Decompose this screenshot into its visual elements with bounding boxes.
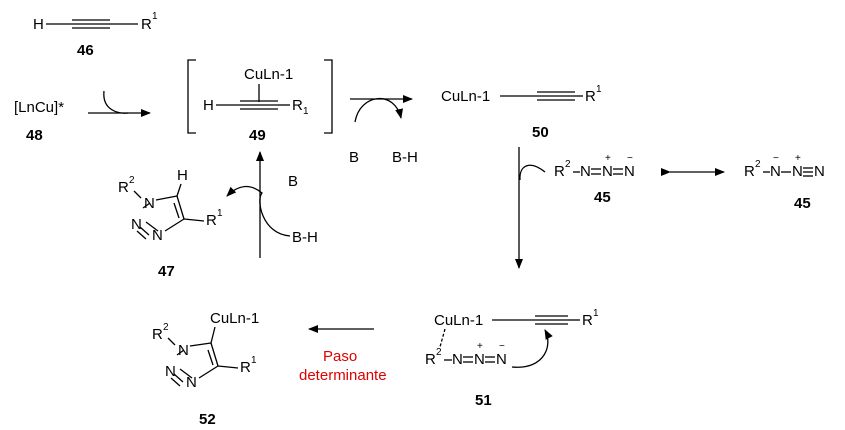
svg-text:R: R: [240, 359, 251, 376]
svg-text:2: 2: [755, 159, 761, 170]
svg-text:1: 1: [217, 208, 223, 219]
svg-text:1: 1: [593, 308, 599, 319]
catalyst-formula: [LnCu]*: [14, 99, 64, 116]
curved-arrow-protonation: [226, 185, 291, 237]
compound-46: H R 1 46: [33, 11, 158, 59]
svg-text:N: N: [178, 342, 189, 359]
svg-text:+: +: [605, 153, 611, 164]
compound-47: H N N N R 1 R 2 47: [118, 167, 223, 280]
svg-text:R: R: [554, 163, 565, 180]
svg-text:N: N: [165, 363, 176, 380]
step-label-line1: Paso: [323, 348, 357, 365]
curved-arrow-azide-entry: [519, 164, 546, 181]
svg-text:−: −: [773, 153, 779, 164]
label-45-a: 45: [594, 189, 611, 206]
copper-ligand: CuLn-1: [210, 310, 259, 327]
azide-45-form-b: R 2 N − N + N 45: [744, 153, 825, 212]
label-48: 48: [26, 127, 43, 144]
curved-arrow-alkyne-entry: [103, 90, 129, 114]
svg-text:1: 1: [596, 84, 602, 95]
intermediate-51: CuLn-1 R 1 R 2 N N + N − 51: [425, 308, 599, 409]
compound-52: CuLn-1 N N N R 1 R 2 52: [152, 310, 259, 428]
svg-text:R: R: [206, 212, 217, 229]
svg-text:2: 2: [565, 159, 571, 170]
svg-text:1: 1: [303, 106, 309, 117]
svg-text:R: R: [118, 179, 129, 196]
curved-arrow-base-deprotonation: [354, 97, 404, 123]
right-bracket: [324, 59, 333, 134]
svg-text:N: N: [144, 195, 155, 212]
svg-text:N: N: [580, 163, 591, 180]
svg-text:−: −: [499, 341, 505, 352]
svg-text:N: N: [814, 163, 825, 180]
svg-text:N: N: [602, 163, 613, 180]
svg-text:R: R: [425, 351, 436, 368]
svg-text:N: N: [474, 351, 485, 368]
curved-arrow-cyclization: [511, 329, 553, 368]
svg-text:R: R: [585, 88, 596, 105]
svg-text:R: R: [744, 163, 755, 180]
svg-text:N: N: [770, 163, 781, 180]
compound-50: CuLn-1 R 1 50: [441, 84, 602, 141]
atom-h: H: [33, 16, 44, 33]
svg-text:H: H: [177, 167, 188, 184]
svg-text:N: N: [792, 163, 803, 180]
label-51: 51: [475, 392, 492, 409]
label-47: 47: [158, 263, 175, 280]
label-49: 49: [249, 127, 266, 144]
svg-text:2: 2: [129, 175, 135, 186]
svg-text:N: N: [152, 227, 163, 244]
label-45-b: 45: [794, 195, 811, 212]
svg-text:R: R: [582, 312, 593, 329]
svg-text:−: −: [627, 153, 633, 164]
label-50: 50: [532, 124, 549, 141]
intermediate-49: CuLn-1 H R 1 49: [187, 59, 333, 144]
azide-45-form-a: R 2 N N + N − 45: [554, 153, 635, 206]
copper-ligand: CuLn-1: [244, 66, 293, 83]
svg-text:R: R: [152, 326, 163, 343]
atom-r: R: [141, 16, 152, 33]
svg-text:2: 2: [163, 322, 169, 333]
svg-text:1: 1: [251, 355, 257, 366]
catalyst-48: [LnCu]* 48: [14, 99, 64, 144]
left-bracket: [187, 59, 196, 134]
svg-text:1: 1: [152, 11, 158, 22]
svg-text:+: +: [477, 341, 483, 352]
label-52: 52: [199, 411, 216, 428]
svg-text:N: N: [452, 351, 463, 368]
svg-text:R: R: [292, 97, 303, 114]
copper-ligand: CuLn-1: [441, 88, 490, 105]
svg-text:N: N: [186, 374, 197, 391]
copper-ligand: CuLn-1: [434, 312, 483, 329]
svg-text:N: N: [624, 163, 635, 180]
svg-text:+: +: [795, 153, 801, 164]
svg-text:N: N: [496, 351, 507, 368]
conjugate-acid: B-H: [392, 149, 418, 166]
step-label-line2: determinante: [299, 367, 387, 384]
base: B: [288, 173, 298, 190]
svg-text:2: 2: [436, 347, 442, 358]
svg-text:H: H: [203, 97, 214, 114]
svg-text:N: N: [131, 216, 142, 233]
label-46: 46: [77, 42, 94, 59]
conjugate-acid: B-H: [292, 229, 318, 246]
base: B: [349, 149, 359, 166]
